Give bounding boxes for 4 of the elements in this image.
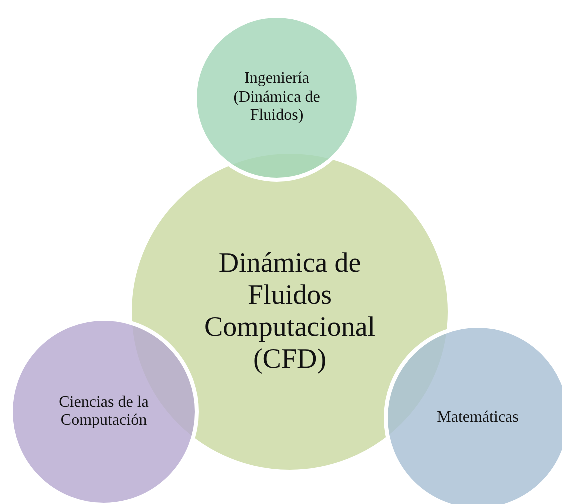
circle-label: Dinámica de Fluidos Computacional (CFD) — [203, 246, 377, 378]
circle-label: Matemáticas — [436, 408, 520, 428]
circle-label: Ingeniería (Dinámica de Fluidos) — [232, 69, 322, 126]
circle-label: Ciencias de la Computación — [58, 392, 150, 431]
